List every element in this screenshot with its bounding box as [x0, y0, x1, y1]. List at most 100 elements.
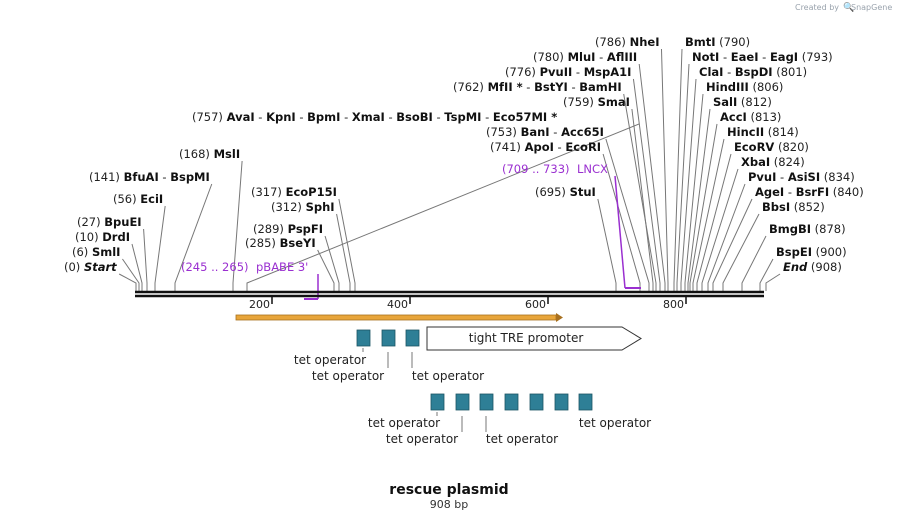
restriction-site[interactable]: SalI (812) — [713, 95, 772, 109]
restriction-site[interactable]: (695) StuI — [535, 185, 596, 199]
site-label: (168) MslI — [179, 147, 240, 161]
site-leader — [122, 258, 140, 291]
enzyme-name: EagI — [770, 50, 798, 64]
restriction-site[interactable]: (776) PvuII - MspA1I — [505, 65, 631, 79]
restriction-site[interactable]: NotI - EaeI - EagI (793) — [692, 50, 833, 64]
primer-name: pBABE 3' — [256, 260, 308, 274]
restriction-site[interactable]: (759) SmaI — [563, 95, 630, 109]
site-label: BspEI (900) — [776, 245, 847, 259]
site-position: (900) — [812, 245, 847, 259]
site-label: ClaI - BspDI (801) — [699, 65, 807, 79]
site-leader — [680, 78, 697, 291]
site-position: (824) — [770, 155, 805, 169]
tet-operator-box[interactable] — [479, 393, 494, 411]
promoter-feature[interactable]: tight TRE promoter — [426, 326, 642, 351]
enzyme-name: BstYI — [534, 80, 568, 94]
snapgene-logo-icon: 🔍 — [843, 1, 854, 13]
enzyme-name: KpnI — [266, 110, 296, 124]
tet-operator-box[interactable] — [504, 393, 519, 411]
plasmid-length: 908 bp — [430, 498, 468, 511]
site-position: (776) — [505, 65, 540, 79]
restriction-site[interactable]: BmtI (790) — [685, 35, 750, 49]
restriction-site[interactable]: (317) EcoP15I — [251, 185, 337, 199]
enzyme-name: BpmI — [307, 110, 340, 124]
enzyme-name: BspMI — [170, 170, 210, 184]
operator-row-1: tet operator tet operator tet operator — [294, 329, 484, 383]
enzyme-name: BspEI — [776, 245, 812, 259]
enzyme-name: MluI — [568, 50, 596, 64]
tet-operator-box[interactable] — [356, 329, 371, 347]
restriction-site[interactable]: (168) MslI — [179, 147, 240, 161]
restriction-site[interactable]: BmgBI (878) — [769, 222, 846, 236]
primer-pbabe[interactable]: (245 .. 265) pBABE 3' — [181, 260, 319, 300]
restriction-site[interactable]: AccI (813) — [720, 110, 781, 124]
enzyme-name: PvuI — [748, 170, 776, 184]
restriction-site[interactable]: (289) PspFI — [253, 222, 323, 236]
site-position: (834) — [820, 170, 855, 184]
orf-arrow[interactable] — [235, 313, 563, 322]
restriction-site[interactable]: End (908) — [783, 260, 842, 274]
enzyme-name: XbaI — [741, 155, 770, 169]
site-leader — [336, 213, 351, 291]
tet-operator-box[interactable] — [578, 393, 593, 411]
restriction-site[interactable]: (27) BpuEI — [77, 215, 142, 229]
site-label: (759) SmaI — [563, 95, 630, 109]
site-leader — [232, 160, 243, 291]
restriction-site[interactable]: (762) MfII * - BstYI - BamHI — [453, 80, 622, 94]
tet-operator-box[interactable] — [381, 329, 396, 347]
restriction-site[interactable]: (786) NheI — [595, 35, 659, 49]
restriction-site[interactable]: BbsI (852) — [762, 200, 825, 214]
restriction-site[interactable]: HincII (814) — [727, 125, 799, 139]
restriction-site[interactable]: BspEI (900) — [776, 245, 847, 259]
enzyme-name: AvaI — [227, 110, 255, 124]
enzyme-name: EcoP15I — [286, 185, 337, 199]
restriction-site[interactable]: (753) BanI - Acc65I — [486, 125, 604, 139]
site-leader — [759, 258, 774, 291]
tet-operator-box[interactable] — [405, 329, 420, 347]
restriction-site[interactable]: PvuI - AsiSI (834) — [748, 170, 855, 184]
restriction-site[interactable]: (285) BseYI — [245, 236, 316, 250]
site-position: (812) — [737, 95, 772, 109]
restriction-site[interactable]: (780) MluI - AflIII — [533, 50, 637, 64]
restriction-site[interactable]: (757) AvaI - KpnI - BpmI - XmaI - BsoBI … — [192, 110, 557, 124]
restriction-site[interactable]: HindIII (806) — [706, 80, 783, 94]
site-position: (56) — [113, 192, 140, 206]
enzyme-name: MslI — [214, 147, 241, 161]
enzyme-name: AccI — [720, 110, 747, 124]
site-leader — [638, 63, 666, 291]
restriction-site[interactable]: (10) DrdI — [75, 230, 130, 244]
site-leader — [765, 273, 781, 291]
restriction-site[interactable]: XbaI (824) — [741, 155, 805, 169]
restriction-site[interactable]: (312) SphI — [271, 200, 335, 214]
restriction-site[interactable]: (6) SmlI — [72, 245, 120, 259]
restriction-site[interactable]: AgeI - BsrFI (840) — [755, 185, 864, 199]
restriction-site[interactable]: (0) Start — [64, 260, 117, 274]
site-leader — [696, 153, 732, 291]
site-label: BbsI (852) — [762, 200, 825, 214]
restriction-site[interactable]: ClaI - BspDI (801) — [699, 65, 807, 79]
enzyme-name: EcoRV — [734, 140, 774, 154]
site-leader — [741, 235, 767, 291]
restriction-site[interactable]: EcoRV (820) — [734, 140, 809, 154]
site-label: (780) MluI - AflIII — [533, 50, 637, 64]
tet-operator-box[interactable] — [554, 393, 569, 411]
site-position: (780) — [533, 50, 568, 64]
site-leader — [676, 63, 690, 291]
site-position: (10) — [75, 230, 102, 244]
site-position: (141) — [89, 170, 124, 184]
restriction-site[interactable]: (141) BfuAI - BspMI — [89, 170, 210, 184]
primer-lncx[interactable]: (709 .. 733) LNCX — [502, 162, 641, 289]
restriction-site[interactable]: (56) EciI — [113, 192, 163, 206]
site-leader — [597, 198, 617, 291]
site-label: AgeI - BsrFI (840) — [755, 185, 864, 199]
restriction-site[interactable]: (741) ApoI - EcoRI — [490, 140, 601, 154]
site-leader — [673, 48, 683, 291]
site-position: (762) — [453, 80, 488, 94]
tet-operator-box[interactable] — [529, 393, 544, 411]
tet-operator-box[interactable] — [430, 393, 445, 411]
tet-operator-box[interactable] — [455, 393, 470, 411]
site-label: (695) StuI — [535, 185, 596, 199]
enzyme-name: MfII * — [488, 80, 523, 94]
enzyme-name: Start — [84, 260, 117, 274]
site-leader — [605, 138, 650, 291]
